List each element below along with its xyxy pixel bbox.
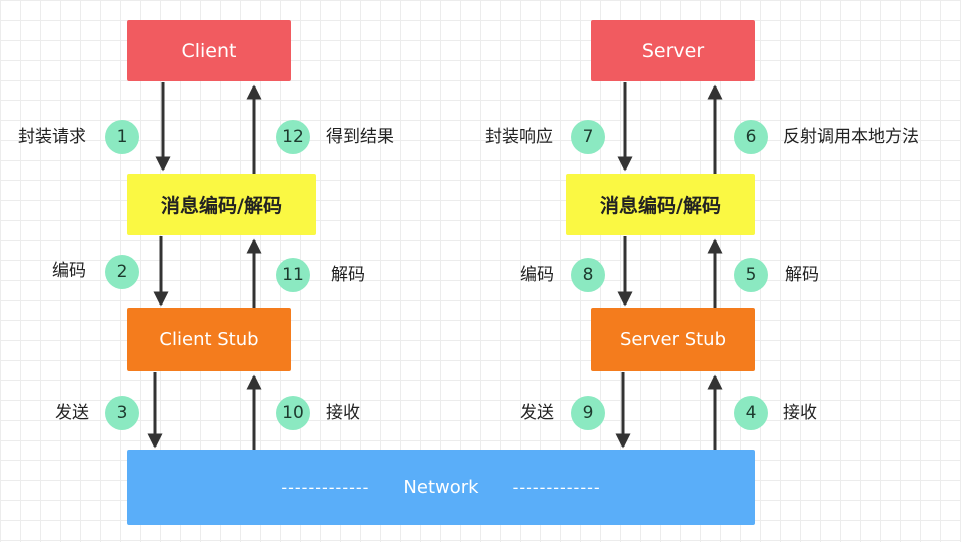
server-codec-box: 消息编码/解码 xyxy=(566,174,755,235)
step-5-label: 解码 xyxy=(785,265,819,285)
server-codec-label: 消息编码/解码 xyxy=(600,195,721,217)
client-stub-label: Client Stub xyxy=(159,329,259,350)
client-title: Client xyxy=(181,39,237,62)
step-9-badge: 9 xyxy=(571,396,605,430)
step-8-label: 编码 xyxy=(520,265,554,285)
step-11-badge: 11 xyxy=(276,258,310,292)
step-5-badge: 5 xyxy=(734,258,768,292)
server-stub-box: Server Stub xyxy=(591,308,755,371)
network-dash-left: ------------- xyxy=(281,478,370,497)
step-4-badge: 4 xyxy=(734,396,768,430)
step-1-label: 封装请求 xyxy=(18,127,86,147)
client-stub-box: Client Stub xyxy=(127,308,291,371)
step-6-badge: 6 xyxy=(734,120,768,154)
client-box: Client xyxy=(127,20,291,81)
step-2-label: 编码 xyxy=(52,261,86,281)
client-codec-label: 消息编码/解码 xyxy=(161,195,282,217)
step-1-badge: 1 xyxy=(105,120,139,154)
step-3-label: 发送 xyxy=(55,403,89,423)
step-7-label: 封装响应 xyxy=(485,127,553,147)
network-label: Network xyxy=(403,477,479,498)
step-2-badge: 2 xyxy=(105,255,139,289)
network-box: ------------- Network ------------- xyxy=(127,450,755,525)
step-10-label: 接收 xyxy=(326,403,360,423)
step-12-label: 得到结果 xyxy=(326,127,394,147)
step-7-badge: 7 xyxy=(571,120,605,154)
step-9-label: 发送 xyxy=(520,403,554,423)
client-codec-box: 消息编码/解码 xyxy=(127,174,316,235)
server-box: Server xyxy=(591,20,755,81)
step-12-badge: 12 xyxy=(276,120,310,154)
step-11-label: 解码 xyxy=(331,265,365,285)
step-8-badge: 8 xyxy=(571,258,605,292)
step-10-badge: 10 xyxy=(276,396,310,430)
network-dash-right: ------------- xyxy=(512,478,601,497)
step-4-label: 接收 xyxy=(783,403,817,423)
server-title: Server xyxy=(641,39,705,62)
step-6-label: 反射调用本地方法 xyxy=(783,127,919,147)
step-3-badge: 3 xyxy=(105,396,139,430)
server-stub-label: Server Stub xyxy=(619,329,727,350)
